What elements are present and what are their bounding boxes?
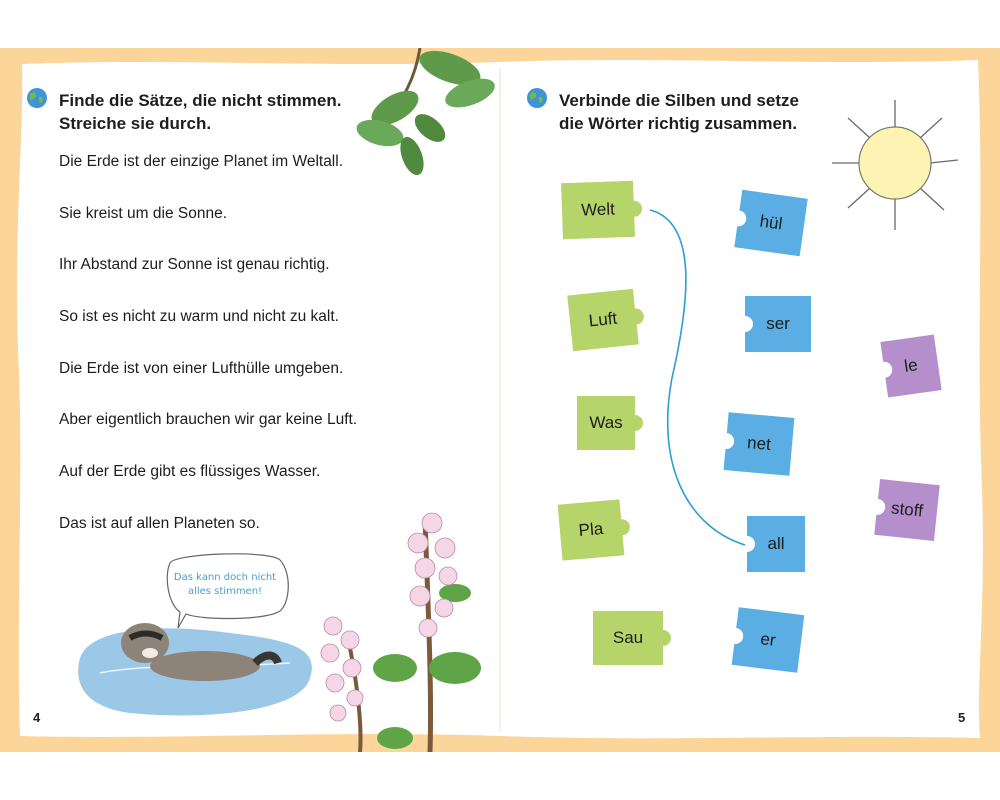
sentence-item[interactable]: Aber eigentlich brauchen wir gar keine L…: [59, 411, 358, 429]
syllable-label: Sau: [612, 628, 644, 647]
book-spread: Finde die Sätze, die nicht stimmen. Stre…: [0, 48, 1000, 752]
syllable-label: stoff: [890, 498, 924, 521]
puzzle-piece-green[interactable]: Luft: [567, 288, 644, 352]
syllable-label: Was: [589, 413, 623, 432]
puzzle-piece-purple[interactable]: le: [880, 334, 942, 398]
task-title-line: die Wörter richtig zusammen.: [559, 114, 798, 133]
puzzle-piece-purple[interactable]: stoff: [874, 479, 940, 541]
connector-line: [649, 209, 746, 546]
raccoon-illustration: [78, 623, 312, 716]
sentence-item[interactable]: Auf der Erde gibt es flüssiges Wasser.: [59, 463, 321, 481]
puzzle-piece-blue[interactable]: hül: [734, 189, 808, 257]
puzzle-piece-green[interactable]: Pla: [557, 499, 630, 561]
speech-bubble-line: alles stimmen!: [187, 586, 263, 597]
syllable-label: hül: [758, 211, 784, 234]
puzzle-piece-blue[interactable]: ser: [745, 296, 811, 352]
task-title-line: Verbinde die Silben und setze: [559, 91, 799, 110]
globe-icon: [527, 88, 547, 108]
puzzle-piece-green[interactable]: Welt: [561, 180, 642, 240]
syllable-label: ser: [766, 314, 790, 333]
puzzle-piece-green[interactable]: Sau: [593, 611, 671, 665]
syllable-label: le: [903, 355, 919, 376]
speech-bubble: [166, 553, 289, 629]
syllable-label: Pla: [577, 518, 605, 541]
syllable-label: net: [746, 433, 772, 454]
syllable-label: Luft: [587, 308, 619, 331]
syllable-label: er: [759, 629, 777, 650]
puzzle-piece-blue[interactable]: all: [747, 516, 805, 572]
sun-illustration: [832, 100, 959, 230]
puzzle-piece-green[interactable]: Was: [577, 396, 643, 450]
puzzle-piece-blue[interactable]: er: [731, 607, 805, 673]
sentence-item[interactable]: So ist es nicht zu warm und nicht zu kal…: [59, 308, 339, 326]
page-number-left: 4: [33, 710, 41, 725]
task-title-line: Streiche sie durch.: [59, 114, 212, 133]
speech-bubble-text: Das kann doch nicht alles stimmen!: [165, 571, 285, 599]
page-number-right: 5: [958, 710, 966, 725]
sentence-item[interactable]: Die Erde ist von einer Lufthülle umgeben…: [59, 359, 344, 377]
task-title: Finde die Sätze, die nicht stimmen. Stre…: [59, 89, 341, 135]
syllable-label: Welt: [580, 199, 616, 220]
task-title: Verbinde die Silben und setze die Wörter…: [559, 89, 799, 135]
sentence-item[interactable]: Das ist auf allen Planeten so.: [59, 514, 260, 532]
task-title-line: Finde die Sätze, die nicht stimmen.: [59, 91, 342, 110]
sentence-item[interactable]: Die Erde ist der einzige Planet im Welta…: [59, 153, 344, 170]
oak-branch-illustration: [356, 48, 495, 176]
globe-icon: [27, 88, 47, 108]
speech-bubble-line: Das kann doch nicht: [173, 572, 277, 583]
sentence-list: Die Erde ist der einzige Planet im Welta…: [59, 150, 357, 564]
sentence-item[interactable]: Ihr Abstand zur Sonne ist genau richtig.: [59, 256, 330, 274]
syllable-label: all: [767, 534, 785, 553]
blossom-branch-illustration: [320, 512, 481, 752]
sentence-item[interactable]: Sie kreist um die Sonne.: [59, 204, 228, 222]
puzzle-piece-blue[interactable]: net: [723, 412, 795, 476]
